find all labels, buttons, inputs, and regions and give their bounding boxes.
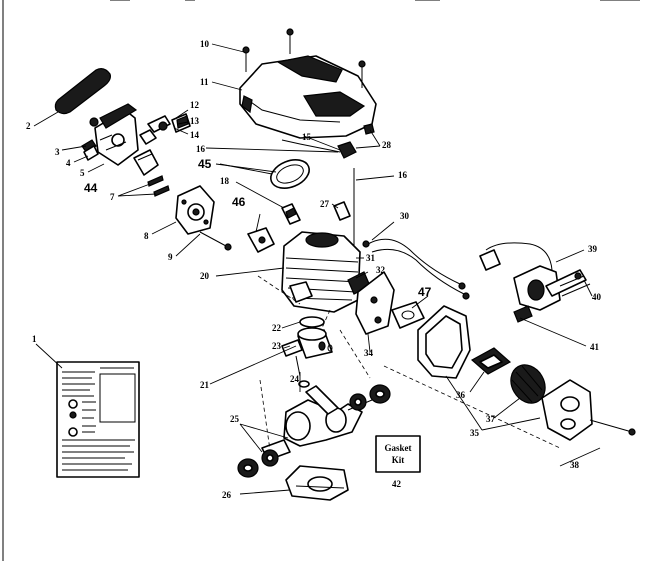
part-10-cover-screws <box>242 28 366 88</box>
gasket-kit-line1: Gasket <box>385 443 412 453</box>
part-24-bearing <box>295 355 310 388</box>
callout-28: 28 <box>382 140 392 150</box>
callout-36: 36 <box>456 390 466 400</box>
part-39-ignition-module <box>479 242 587 311</box>
part-45-ring-gasket <box>270 159 310 189</box>
callout-27: 27 <box>320 199 330 209</box>
callout-5: 5 <box>80 168 85 178</box>
part-30-ignition-wire <box>362 238 470 300</box>
part-8-intake-flange <box>175 185 215 235</box>
part-38-muffler-cover <box>541 379 636 441</box>
part-9-long-bolt <box>199 231 232 251</box>
callout-34: 34 <box>364 348 374 358</box>
part-47-muffler-gasket <box>391 301 425 329</box>
callout-23: 23 <box>272 341 282 351</box>
part-5-carburetor <box>94 103 157 166</box>
callout-1: 1 <box>32 334 37 344</box>
callout-37: 37 <box>486 414 496 424</box>
part-21-piston <box>297 327 333 359</box>
callout-47: 47 <box>418 285 432 299</box>
callout-labels: 1 2 3 4 5 44 7 8 9 10 11 12 13 14 15 16 … <box>26 39 602 500</box>
part-1-label-decal <box>56 361 140 478</box>
callout-38: 38 <box>570 460 580 470</box>
callout-40: 40 <box>592 292 602 302</box>
callout-44: 44 <box>84 181 98 195</box>
callout-20: 20 <box>200 271 210 281</box>
assembly-dash-lines <box>257 275 371 451</box>
callout-41: 41 <box>590 342 600 352</box>
callout-46: 46 <box>232 195 246 209</box>
callout-18: 18 <box>220 176 230 186</box>
part-crank-bearings-right <box>349 384 391 411</box>
callout-9: 9 <box>168 252 173 262</box>
callout-35: 35 <box>470 428 480 438</box>
callout-32: 32 <box>376 265 386 275</box>
callout-12: 12 <box>190 100 200 110</box>
part-35-muffler-body <box>383 305 561 449</box>
callout-16-cable: 16 <box>196 144 206 154</box>
callout-45: 45 <box>198 157 212 171</box>
callout-25: 25 <box>230 414 240 424</box>
callout-2: 2 <box>26 121 31 131</box>
callout-22: 22 <box>272 323 282 333</box>
part-41-bracket <box>513 305 533 323</box>
callout-16-rod: 16 <box>398 170 408 180</box>
callout-30: 30 <box>400 211 410 221</box>
callout-4: 4 <box>66 158 71 168</box>
callout-39: 39 <box>588 244 598 254</box>
part-40-screws <box>559 272 591 297</box>
part-34-heat-shield <box>355 271 395 335</box>
part-27-terminal <box>333 201 351 221</box>
callout-21: 21 <box>200 380 210 390</box>
callout-10: 10 <box>200 39 210 49</box>
part-22-piston-rings <box>299 316 325 328</box>
callout-31: 31 <box>366 253 376 263</box>
callout-8: 8 <box>144 231 149 241</box>
leader-lines <box>33 43 601 495</box>
callout-3: 3 <box>55 147 60 157</box>
part-18-spark-plug <box>281 203 301 225</box>
part-36-spark-arrestor <box>470 347 512 375</box>
callout-15: 15 <box>302 132 312 142</box>
gasket-kit-box: Gasket Kit <box>375 435 421 473</box>
part-3-carb-bolt <box>81 117 99 153</box>
callout-7: 7 <box>110 192 115 202</box>
part-11-cylinder-cover <box>239 55 377 139</box>
callout-26: 26 <box>222 490 232 500</box>
part-37-muffler-screen <box>510 364 546 404</box>
part-7-bolts <box>147 175 170 197</box>
part-25-crankshaft <box>261 385 373 461</box>
callout-42: 42 <box>392 479 402 489</box>
callout-14: 14 <box>190 130 200 140</box>
callout-13: 13 <box>190 116 200 126</box>
part-46-impulse-fitting <box>247 227 275 253</box>
gasket-kit-line2: Kit <box>392 455 405 465</box>
part-crank-bearings-left <box>237 449 279 478</box>
callout-24: 24 <box>290 374 300 384</box>
part-26-crankcase-bottom <box>285 465 349 501</box>
part-44-intake-manifold <box>133 149 159 176</box>
part-15-16-throttle-cable <box>281 123 375 159</box>
part-2-handle-grip <box>54 68 111 115</box>
callout-11: 11 <box>200 77 209 87</box>
